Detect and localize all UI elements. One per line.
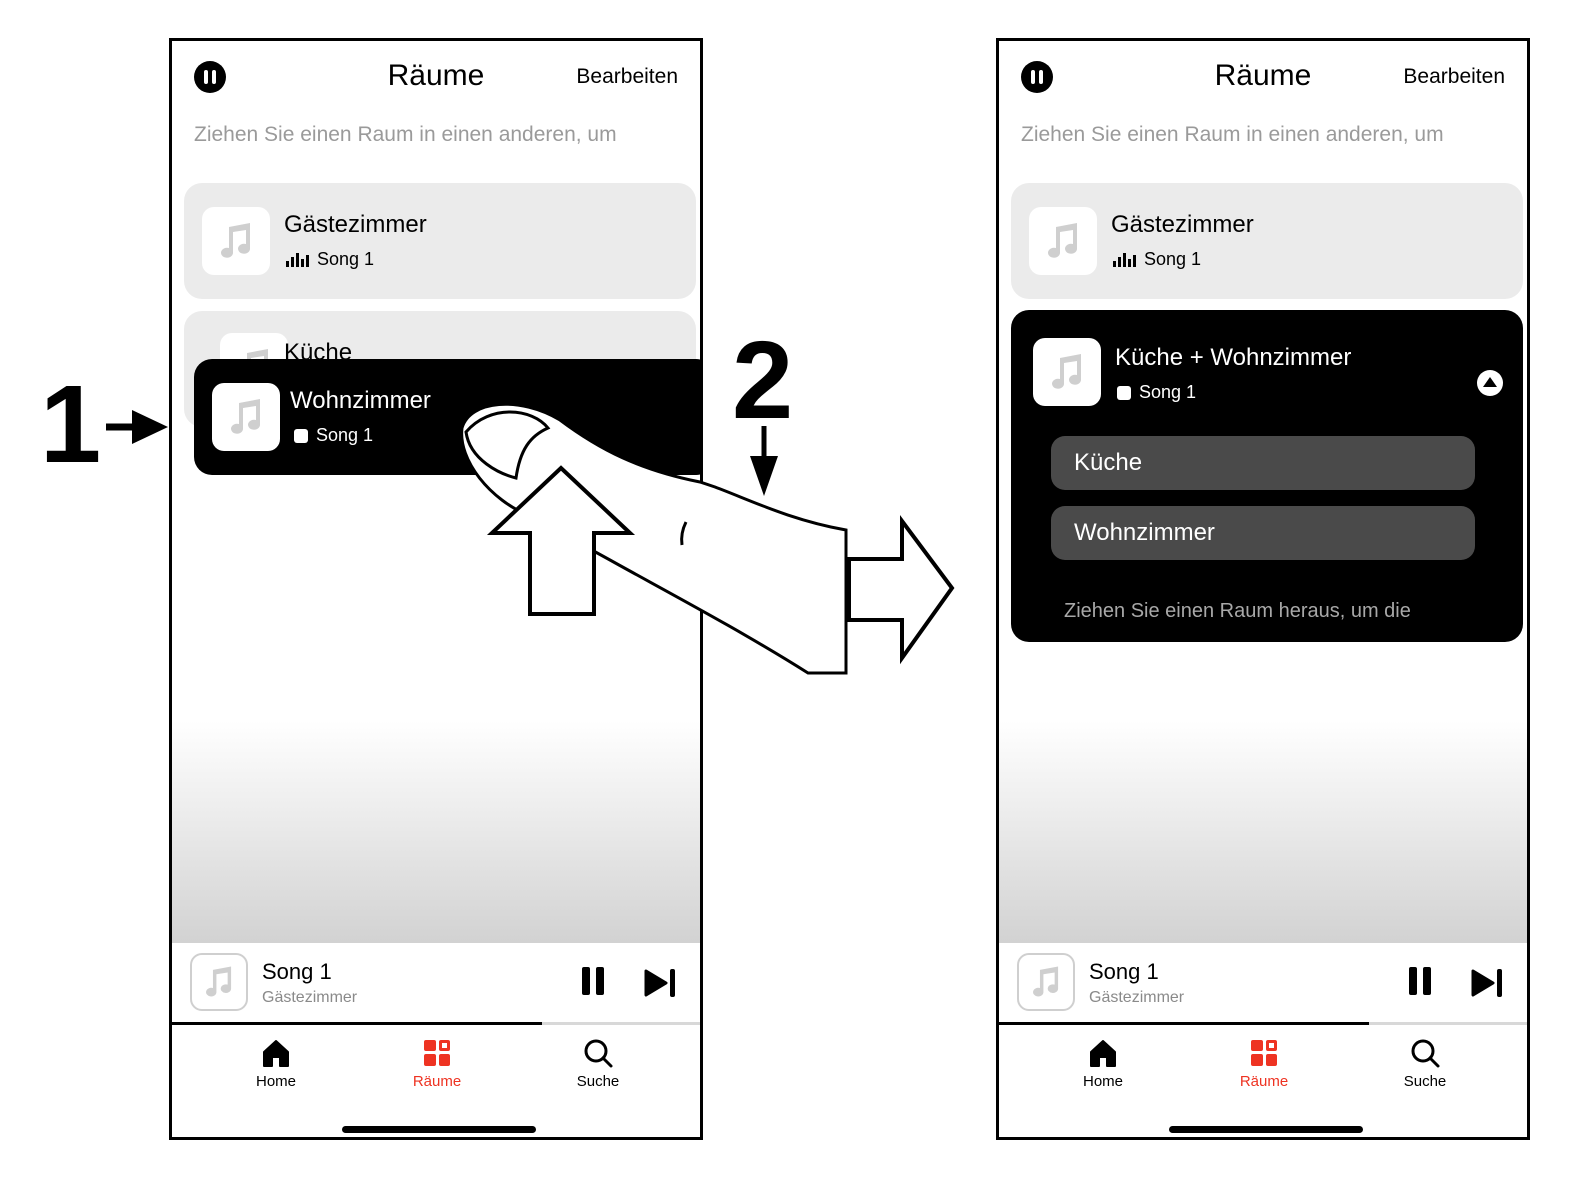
pause-circle-icon[interactable]	[1021, 61, 1053, 93]
room-name: Gästezimmer	[1111, 211, 1254, 238]
drag-hint: Ziehen Sie einen Raum in einen anderen, …	[194, 123, 617, 146]
room-card-gaestezimmer[interactable]: Gästezimmer Song 1	[184, 183, 696, 299]
group-member-wohnzimmer[interactable]: Wohnzimmer	[1051, 506, 1475, 560]
step-2-arrow-icon	[750, 426, 778, 496]
page-title: Räume	[1214, 59, 1312, 92]
pause-button[interactable]	[1409, 967, 1433, 997]
room-name: Wohnzimmer	[290, 387, 431, 414]
tab-label: Home	[255, 1073, 296, 1090]
phone-screen-after: Räume Bearbeiten Ziehen Sie einen Raum i…	[996, 38, 1530, 1140]
search-icon	[1411, 1039, 1440, 1068]
tab-label: Räume	[412, 1073, 462, 1090]
equalizer-bars-icon	[286, 252, 309, 267]
room-status: Song 1	[1113, 249, 1201, 270]
tab-raeume[interactable]: Räume	[1204, 1037, 1324, 1090]
tab-suche[interactable]: Suche	[1365, 1037, 1485, 1090]
drag-hint: Ziehen Sie einen Raum in einen anderen, …	[1021, 123, 1444, 146]
skip-next-icon[interactable]	[1471, 967, 1505, 999]
tab-label: Suche	[1403, 1073, 1447, 1090]
group-name: Küche + Wohnzimmer	[1115, 344, 1352, 371]
room-song: Song 1	[316, 425, 374, 445]
skip-next-icon[interactable]	[644, 967, 678, 999]
rooms-grid-icon	[1251, 1040, 1277, 1066]
collapse-group-icon[interactable]	[1477, 370, 1503, 396]
group-card[interactable]: Küche + Wohnzimmer Song 1 Küche Wohnzimm…	[1011, 310, 1523, 642]
tab-label: Suche	[576, 1073, 620, 1090]
tab-home[interactable]: Home	[216, 1037, 336, 1090]
equalizer-bars-icon	[1113, 252, 1136, 267]
tab-suche[interactable]: Suche	[538, 1037, 658, 1090]
playback-progress[interactable]	[172, 1022, 700, 1025]
edit-button[interactable]: Bearbeiten	[576, 65, 678, 88]
pause-button[interactable]	[582, 967, 606, 997]
phone-screen-before: Räume Bearbeiten Ziehen Sie einen Raum i…	[169, 38, 703, 1140]
music-note-icon	[190, 953, 248, 1011]
pause-circle-icon[interactable]	[194, 61, 226, 93]
edit-button[interactable]: Bearbeiten	[1403, 65, 1505, 88]
stopped-square-icon	[294, 428, 308, 443]
step-1-label: 1	[40, 363, 101, 486]
background-fade	[172, 721, 700, 943]
room-card-gaestezimmer[interactable]: Gästezimmer Song 1	[1011, 183, 1523, 299]
playback-progress-fill	[172, 1022, 542, 1025]
room-name: Gästezimmer	[284, 211, 427, 238]
stopped-square-icon	[1117, 385, 1131, 400]
music-note-icon	[212, 383, 280, 451]
playback-progress[interactable]	[999, 1022, 1527, 1025]
mini-player[interactable]: Song 1 Gästezimmer	[999, 943, 1527, 1023]
room-song: Song 1	[317, 249, 375, 269]
rooms-grid-icon	[424, 1040, 450, 1066]
tab-label: Räume	[1239, 1073, 1289, 1090]
home-indicator	[1169, 1126, 1363, 1133]
music-note-icon	[1033, 338, 1101, 406]
group-member-kueche[interactable]: Küche	[1051, 436, 1475, 490]
home-icon	[1090, 1040, 1116, 1067]
music-note-icon	[1017, 953, 1075, 1011]
mini-player-room: Gästezimmer	[1089, 989, 1185, 1006]
step-2-label: 2	[732, 319, 793, 442]
room-status: Song 1	[294, 425, 373, 446]
step-1-arrow-icon	[106, 410, 168, 444]
playback-progress-fill	[999, 1022, 1369, 1025]
home-icon	[263, 1040, 289, 1067]
room-status: Song 1	[286, 249, 374, 270]
home-indicator	[342, 1126, 536, 1133]
search-icon	[584, 1039, 613, 1068]
mini-player-title: Song 1	[262, 959, 332, 984]
page-title: Räume	[387, 59, 485, 92]
group-song: Song 1	[1139, 382, 1197, 402]
tab-home[interactable]: Home	[1043, 1037, 1163, 1090]
music-note-icon	[1029, 207, 1097, 275]
tab-bar: Home Räume Suche	[172, 1025, 700, 1137]
tab-bar: Home Räume Suche	[999, 1025, 1527, 1137]
group-status: Song 1	[1117, 382, 1196, 403]
result-arrow-icon	[847, 514, 955, 665]
dragged-room-card-wohnzimmer[interactable]: Wohnzimmer Song 1	[194, 359, 700, 475]
group-hint: Ziehen Sie einen Raum heraus, um die	[1064, 600, 1411, 622]
tab-label: Home	[1082, 1073, 1123, 1090]
mini-player[interactable]: Song 1 Gästezimmer	[172, 943, 700, 1023]
mini-player-room: Gästezimmer	[262, 989, 358, 1006]
background-fade	[999, 721, 1527, 943]
room-song: Song 1	[1144, 249, 1202, 269]
tab-raeume[interactable]: Räume	[377, 1037, 497, 1090]
music-note-icon	[202, 207, 270, 275]
mini-player-title: Song 1	[1089, 959, 1159, 984]
